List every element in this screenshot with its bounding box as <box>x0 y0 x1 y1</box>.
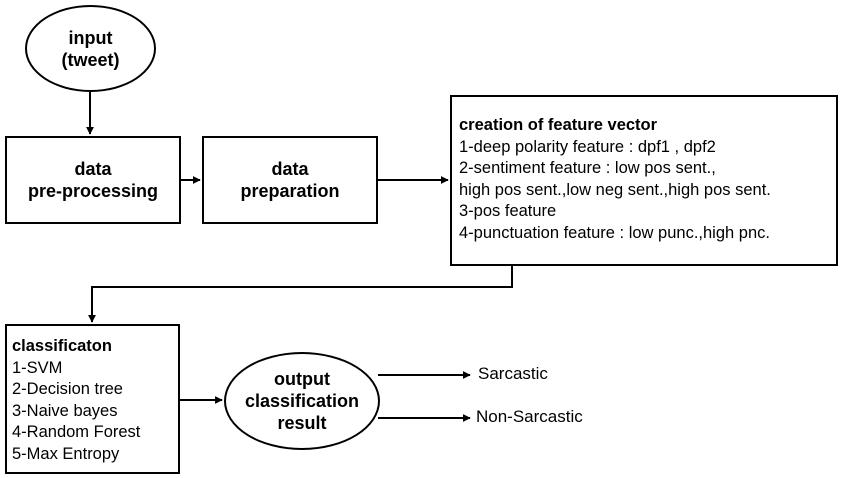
sarcastic-label: Sarcastic <box>478 364 548 383</box>
non-sarcastic-label: Non-Sarcastic <box>476 407 583 426</box>
output-node-line1: output <box>274 369 330 389</box>
classifier-item: 3-Naive bayes <box>12 401 118 420</box>
preparation-node-line2: preparation <box>240 181 340 201</box>
input-node: input (tweet) <box>25 5 156 92</box>
feature-line-3: high pos sent.,low neg sent.,high pos se… <box>459 180 771 199</box>
classification-title: classificaton <box>12 337 112 355</box>
input-node-line1: input <box>68 27 113 48</box>
arrow-feature-vector-to-classification <box>88 266 513 323</box>
preprocessing-node-line1: data <box>74 159 112 179</box>
output-node: output classification result <box>224 352 380 450</box>
preprocessing-node: data pre-processing <box>5 136 181 224</box>
feature-line-1: 1-deep polarity feature : dpf1 , dpf2 <box>459 137 716 156</box>
feature-vector-title: creation of feature vector <box>459 116 658 134</box>
classifier-item: 2-Decision tree <box>12 380 123 398</box>
classifier-item: 5-Max Entropy <box>12 444 120 463</box>
feature-line-4: 3-pos feature <box>459 202 557 220</box>
feature-vector-node: creation of feature vector 1-deep polari… <box>450 95 838 266</box>
feature-line-5: 4-punctuation feature : low punc.,high p… <box>459 223 770 242</box>
preparation-node-line1: data <box>271 159 309 179</box>
preprocessing-node-line2: pre-processing <box>27 181 159 201</box>
feature-line-2: 2-sentiment feature : low pos sent., <box>459 159 716 177</box>
classifier-item: 4-Random Forest <box>12 423 141 441</box>
preparation-node: data preparation <box>202 136 378 224</box>
input-node-line2: (tweet) <box>61 49 120 70</box>
classification-node: classificaton 1-SVM 2-Decision tree 3-Na… <box>5 324 180 474</box>
classifier-item: 1-SVM <box>12 358 63 377</box>
output-node-line2: classification <box>244 391 360 411</box>
output-node-line3: result <box>277 413 327 433</box>
